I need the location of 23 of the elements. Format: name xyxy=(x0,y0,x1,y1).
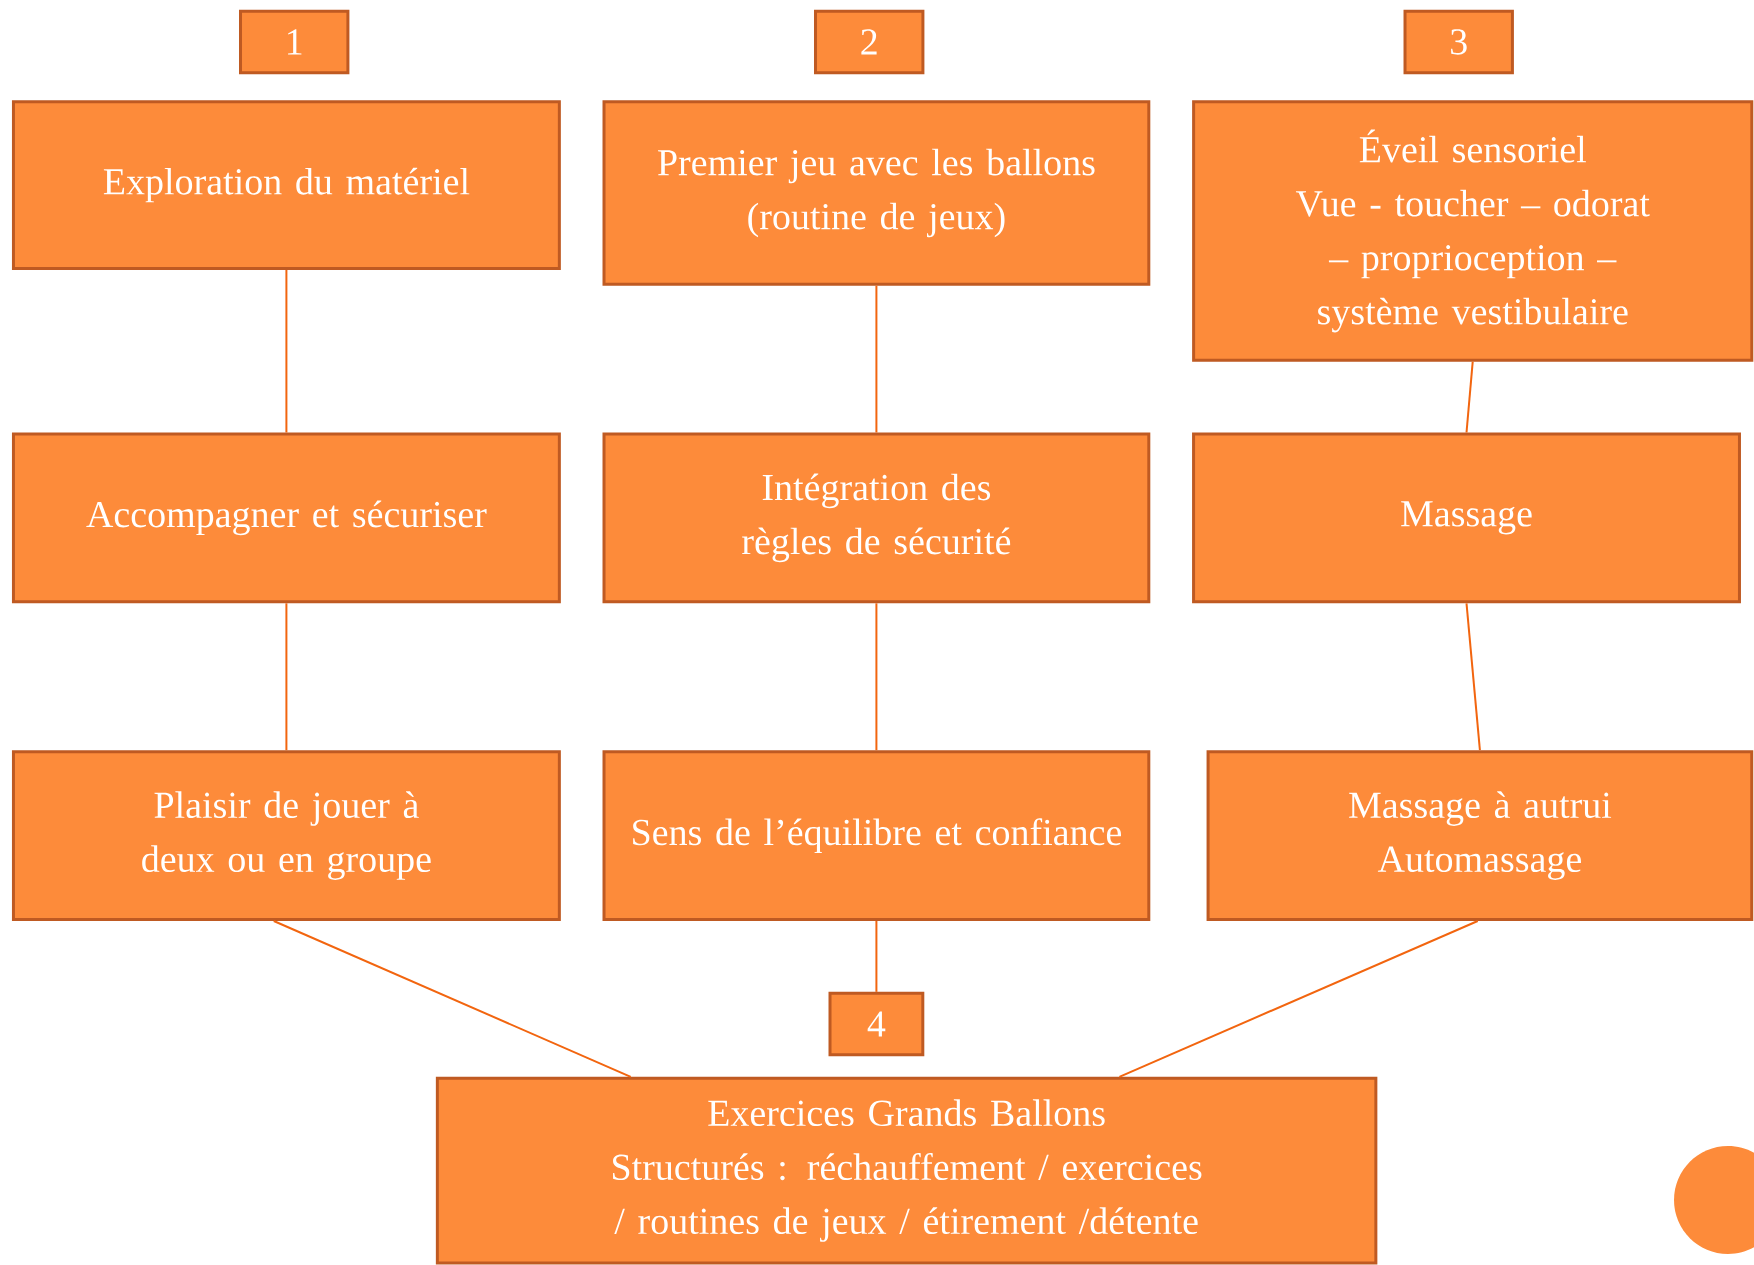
process-box: Premier jeu avec les ballons (routine de jeux) xyxy=(602,100,1151,286)
connector-line xyxy=(272,920,632,1078)
connector-line xyxy=(875,284,878,434)
process-box: Éveil sensoriel Vue - toucher – odorat – proprioception – système vestibulaire xyxy=(1192,100,1754,362)
connector-line xyxy=(1465,360,1474,434)
connector-line xyxy=(875,920,878,993)
process-box: Exercices Grands Ballons Structurés : réchauffement / exercices / routines de jeux / étirement /détente xyxy=(435,1076,1378,1265)
process-box: Accompagner et sécuriser xyxy=(11,432,561,604)
number-box: 1 xyxy=(239,9,350,75)
process-box: Massage xyxy=(1192,432,1741,604)
process-box: Sens de l’équilibre et confiance xyxy=(602,750,1151,921)
connector-line xyxy=(1118,920,1479,1078)
process-box: Exploration du matériel xyxy=(11,100,561,270)
number-box: 4 xyxy=(828,991,925,1057)
number-box: 2 xyxy=(814,9,925,75)
process-box: Plaisir de jouer à deux ou en groupe xyxy=(11,750,561,921)
connector-line xyxy=(1465,602,1481,752)
connector-line xyxy=(875,602,878,752)
process-box: Massage à autrui Automassage xyxy=(1206,750,1754,921)
number-box: 3 xyxy=(1403,9,1514,75)
process-box: Intégration des règles de sécurité xyxy=(602,432,1151,604)
connector-line xyxy=(285,602,288,752)
connector-line xyxy=(285,268,288,434)
